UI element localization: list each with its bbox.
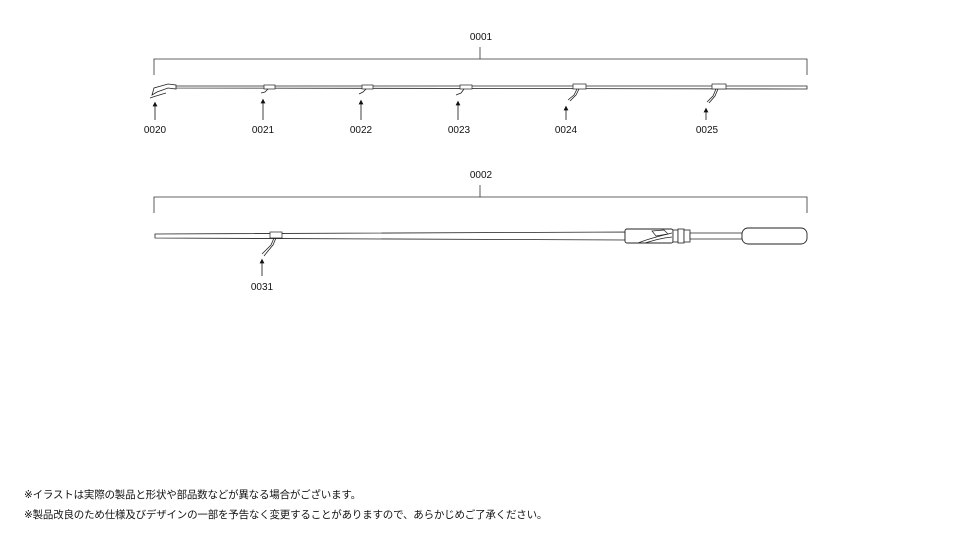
guide-0031-label: 0031 bbox=[251, 282, 274, 293]
tip-blank bbox=[165, 85, 808, 90]
butt-section-bracket bbox=[153, 185, 808, 213]
disclaimer-note-1: ※イラストは実際の製品と形状や部品数などが異なる場合がございます。 bbox=[24, 489, 361, 501]
guide-0023-label: 0023 bbox=[448, 125, 471, 136]
butt-section-label: 0002 bbox=[470, 170, 493, 181]
tip-section-label: 0001 bbox=[470, 32, 493, 43]
guide-0022-label: 0022 bbox=[350, 125, 373, 136]
disclaimer-note-2: ※製品改良のため仕様及びデザインの一部を予告なく変更することがありますので、あら… bbox=[24, 509, 548, 521]
tip-section-bracket bbox=[153, 47, 808, 75]
tip-section-group: 0001 bbox=[144, 32, 808, 136]
tip-guide-label: 0020 bbox=[144, 125, 167, 136]
guide-0023 bbox=[455, 84, 473, 96]
butt-blank bbox=[154, 231, 626, 241]
guide-0021 bbox=[260, 84, 276, 94]
guide-0021-label: 0021 bbox=[252, 125, 275, 136]
reel-seat bbox=[624, 228, 674, 244]
guide-0024-label: 0024 bbox=[555, 125, 578, 136]
grip-shaft bbox=[689, 232, 743, 240]
guide-0025 bbox=[706, 83, 727, 104]
rear-grip bbox=[741, 227, 808, 245]
tip-top-guide bbox=[149, 83, 177, 99]
guide-0025-label: 0025 bbox=[696, 125, 719, 136]
butt-section-group: 0002 0031 bbox=[153, 170, 808, 293]
guide-0031 bbox=[261, 231, 283, 257]
reel-seat-nut bbox=[672, 228, 691, 244]
guide-0024 bbox=[567, 83, 587, 102]
guide-0022 bbox=[358, 84, 374, 95]
